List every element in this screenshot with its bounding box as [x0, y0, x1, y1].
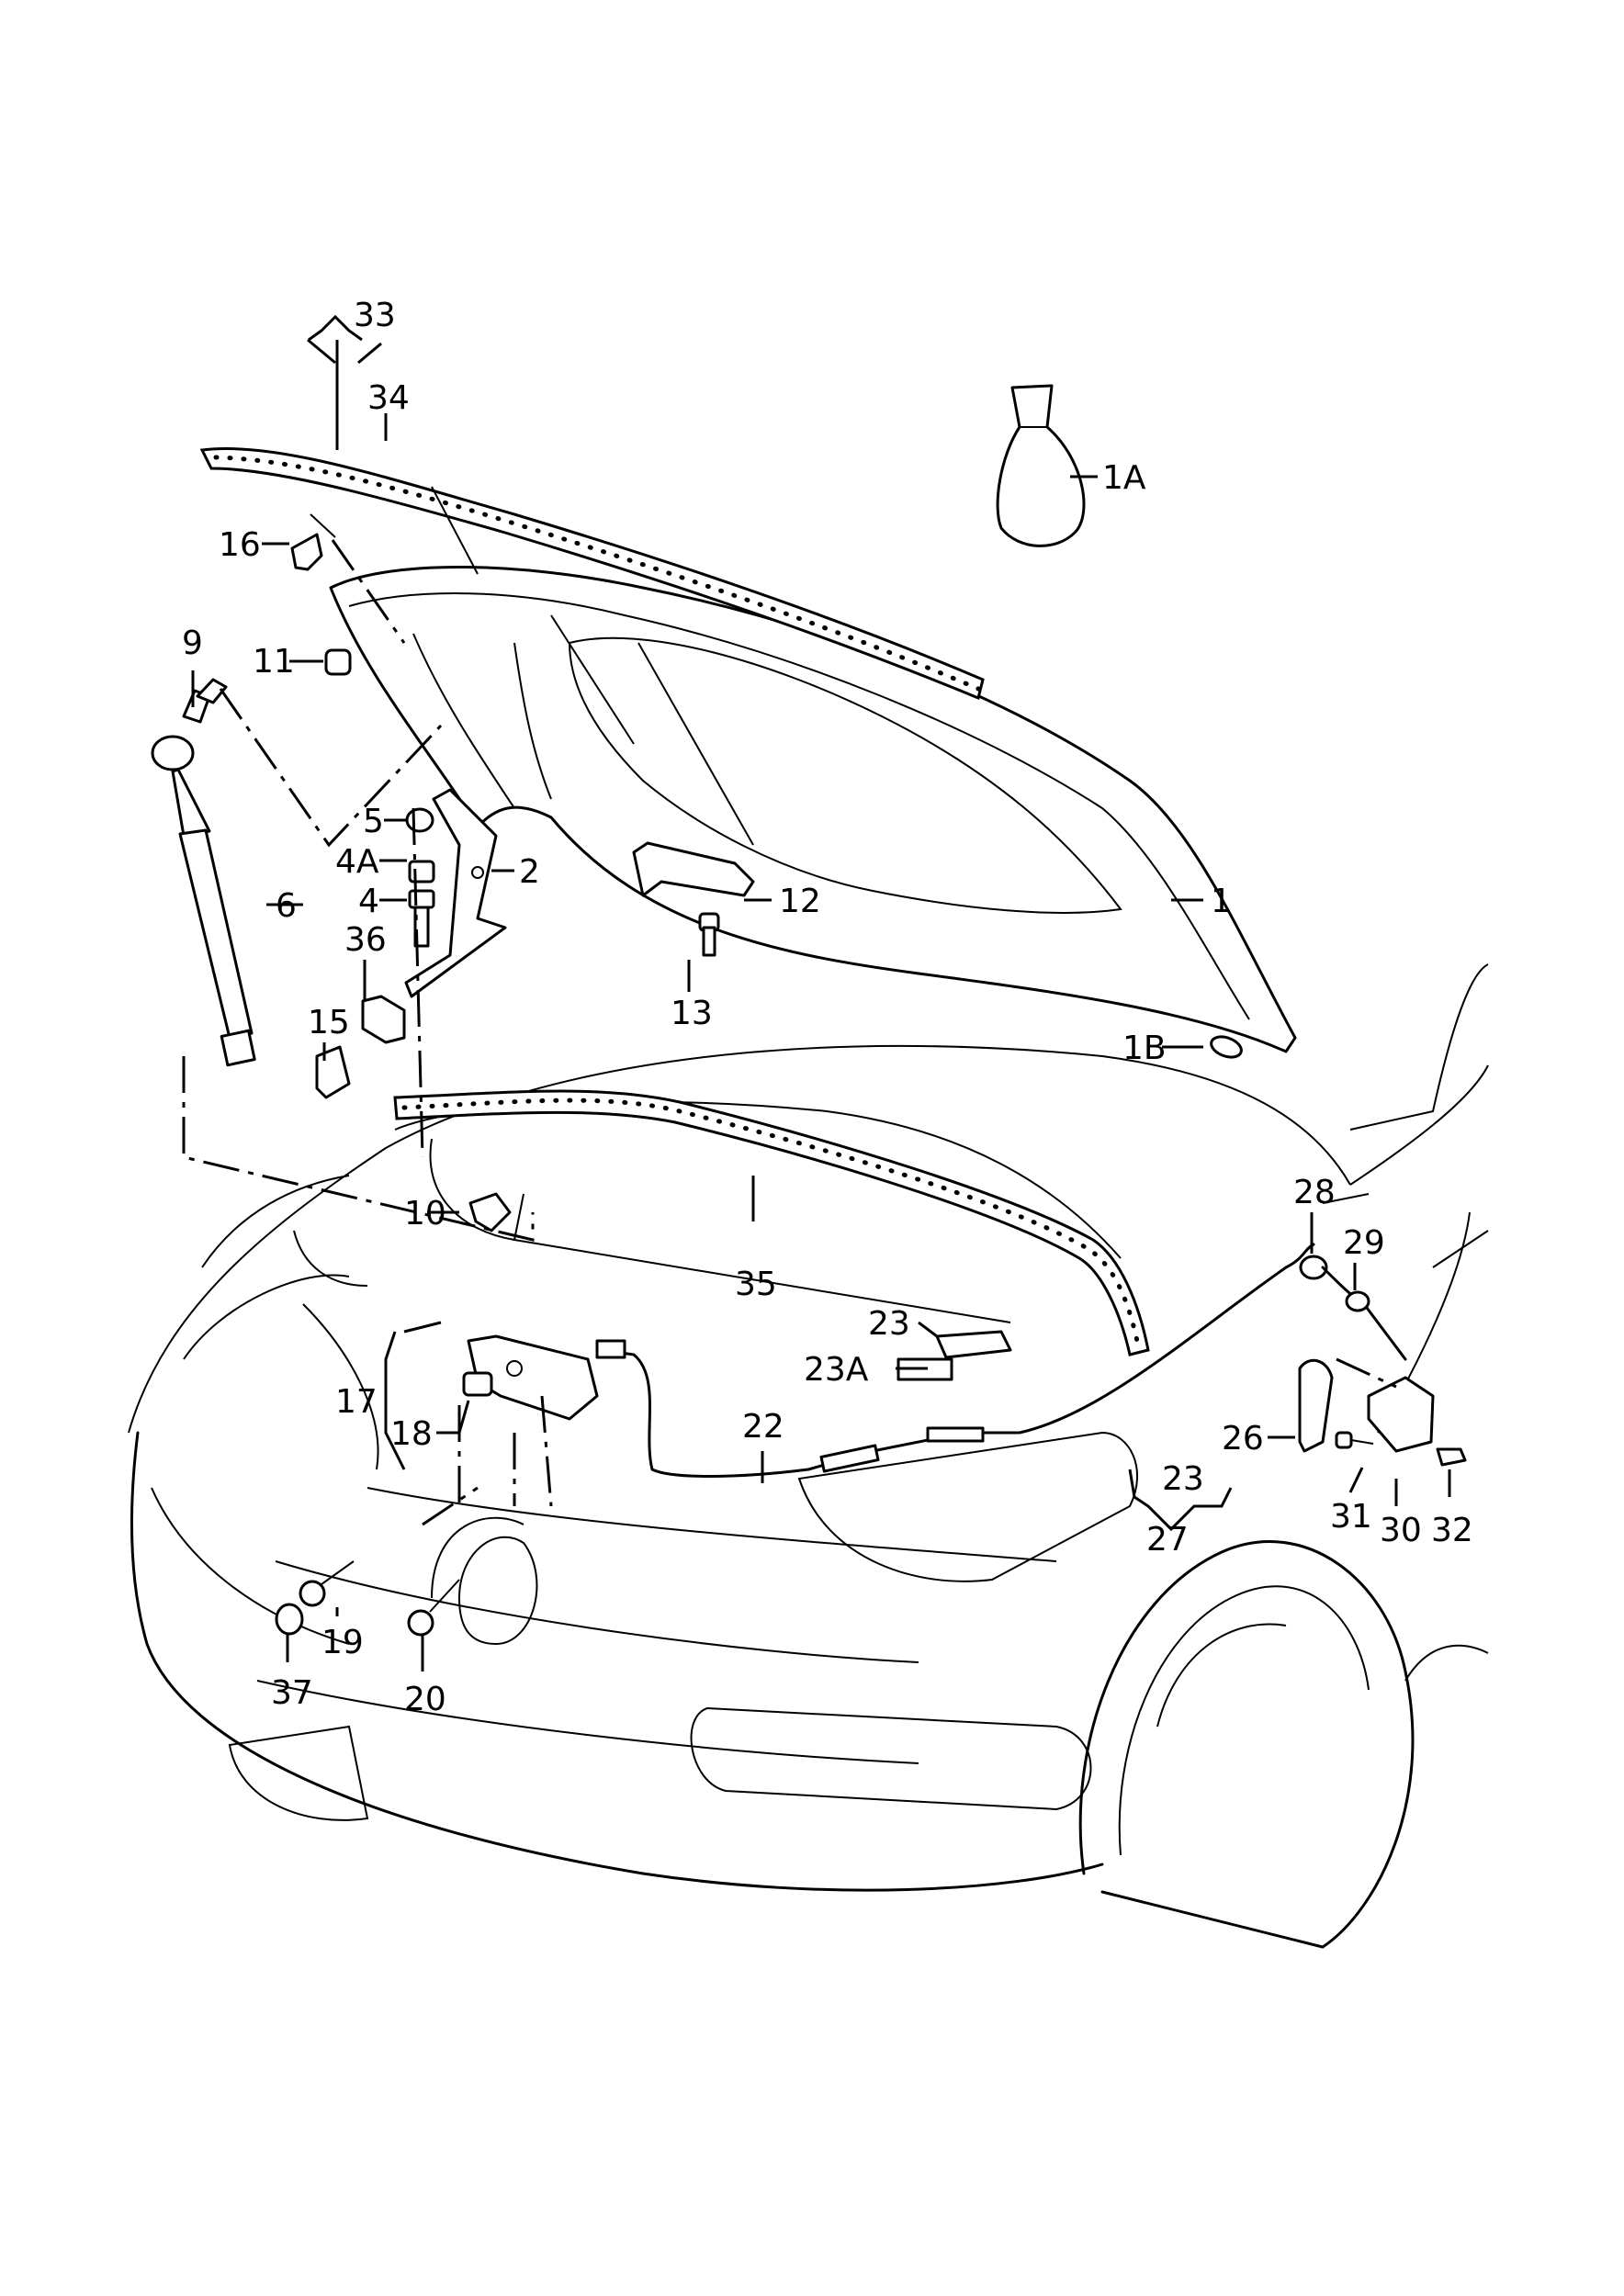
- car-body: [128, 963, 1489, 1949]
- bolt-19: [299, 1560, 355, 1607]
- callout-27: 27: [1146, 1521, 1189, 1559]
- callout-10: 10: [404, 1195, 446, 1232]
- callout-4A: 4A: [335, 843, 379, 881]
- callout-36: 36: [344, 921, 387, 959]
- callout-labels: 33 34 1A 16 9 11 5 4A 4 2 6 12 1 13 36 1…: [182, 297, 1473, 1718]
- guide-23: [935, 1330, 1012, 1359]
- callout-22: 22: [742, 1408, 784, 1446]
- bracket-36: [361, 995, 406, 1044]
- callout-20: 20: [404, 1681, 446, 1718]
- screw-31: [1335, 1431, 1374, 1449]
- callout-26: 26: [1222, 1420, 1264, 1458]
- gas-strut-6: [151, 735, 256, 1067]
- callout-35: 35: [735, 1266, 777, 1303]
- holder-10: [468, 1192, 512, 1232]
- buffer-15: [315, 1045, 351, 1099]
- callout-31: 31: [1330, 1498, 1372, 1536]
- callout-33: 33: [354, 297, 396, 334]
- hood-seal-35: [393, 1089, 1150, 1356]
- switch-18: [462, 1371, 493, 1397]
- callout-1A: 1A: [1102, 459, 1146, 497]
- release-handle-26: [1298, 1358, 1334, 1453]
- callout-15: 15: [308, 1004, 350, 1041]
- bolt-20: [407, 1579, 460, 1637]
- callout-30: 30: [1380, 1512, 1422, 1549]
- fasteners-hinge: [405, 807, 435, 948]
- callout-17: 17: [335, 1383, 378, 1421]
- callout-6: 6: [276, 887, 297, 925]
- clip-32: [1436, 1447, 1467, 1467]
- callout-37: 37: [271, 1674, 313, 1712]
- bag-1A: [996, 384, 1086, 547]
- callout-19: 19: [321, 1624, 364, 1661]
- hood-seal-33: [199, 446, 985, 701]
- callout-4: 4: [358, 883, 379, 920]
- release-cable: [595, 1243, 1315, 1478]
- callout-32: 32: [1431, 1512, 1473, 1549]
- callout-2: 2: [519, 853, 540, 891]
- callout-23: 23: [868, 1305, 910, 1343]
- callout-23-group: 23: [1162, 1460, 1204, 1498]
- callout-23A: 23A: [804, 1351, 869, 1389]
- callout-13: 13: [671, 995, 713, 1032]
- callout-12: 12: [779, 883, 821, 920]
- callout-9: 9: [182, 625, 203, 662]
- hood-hinge-2: [404, 788, 507, 998]
- callout-34: 34: [367, 379, 410, 417]
- lock-striker-12: [632, 841, 755, 957]
- buffer-11: [324, 648, 352, 676]
- hood-panel: [329, 566, 1297, 1053]
- callout-1: 1: [1211, 883, 1232, 920]
- callout-28: 28: [1293, 1174, 1336, 1211]
- callout-18: 18: [390, 1415, 433, 1453]
- callout-5: 5: [363, 803, 384, 840]
- assembly-lines: [182, 486, 1397, 1526]
- plug-1B: [1210, 1035, 1243, 1059]
- callout-16: 16: [219, 526, 261, 564]
- plug-37: [275, 1603, 304, 1636]
- buffer-16: [290, 533, 323, 571]
- ball-stud-9: [182, 678, 228, 724]
- cable-end-29: [1321, 1266, 1407, 1361]
- bracket-30: [1367, 1376, 1435, 1453]
- leader-lines: [191, 314, 1451, 1671]
- callout-11: 11: [253, 643, 295, 681]
- grommet-28: [1299, 1255, 1328, 1280]
- callout-29: 29: [1343, 1224, 1385, 1262]
- callout-1B: 1B: [1122, 1030, 1167, 1067]
